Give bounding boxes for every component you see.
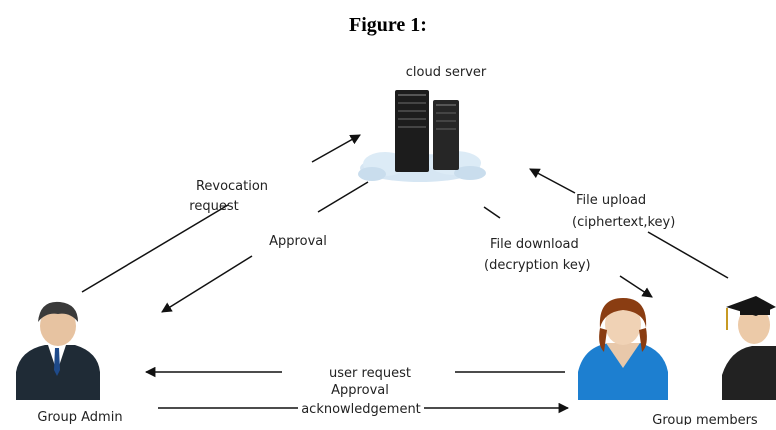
file-download-arrow-head [619, 275, 653, 298]
approval-label: Approval [269, 234, 327, 249]
group-members-label: Group members [652, 413, 758, 425]
file-download-label-line2: (decryption key) [484, 258, 591, 273]
ack-label-line2: acknowledgement [301, 402, 421, 417]
graduate-member-icon [722, 296, 776, 400]
approval-arrow-head [161, 255, 253, 313]
file-download-label-line1: File download [490, 237, 579, 252]
file-upload-arrow-lower [647, 231, 729, 279]
file-download-arrow-upper [483, 206, 501, 219]
revocation-label-line1: Revocation [196, 179, 268, 194]
revocation-arrow-lower [81, 204, 229, 293]
file-upload-label-line2: (ciphertext,key) [572, 215, 675, 230]
group-members-node: Group members [578, 296, 776, 428]
group-admin-label: Group Admin [37, 410, 122, 425]
cloud-server-label: cloud server [406, 65, 487, 80]
ack-label-line1: Approval [331, 383, 389, 398]
cloud-server-node: cloud server [358, 65, 487, 182]
revocation-label-line2: request [189, 199, 238, 214]
file-upload-label-line1: File upload [576, 193, 646, 208]
group-admin-node: Group Admin [16, 301, 123, 425]
figure-title: Figure 1: [349, 14, 427, 36]
revocation-arrow-head [311, 134, 361, 163]
file-upload-arrow-head [529, 168, 576, 194]
user-request-label: user request [329, 366, 411, 381]
female-member-icon [578, 298, 668, 400]
approval-arrow-upper [317, 181, 369, 213]
server-rack-icon [395, 90, 459, 172]
admin-person-icon [16, 301, 100, 400]
